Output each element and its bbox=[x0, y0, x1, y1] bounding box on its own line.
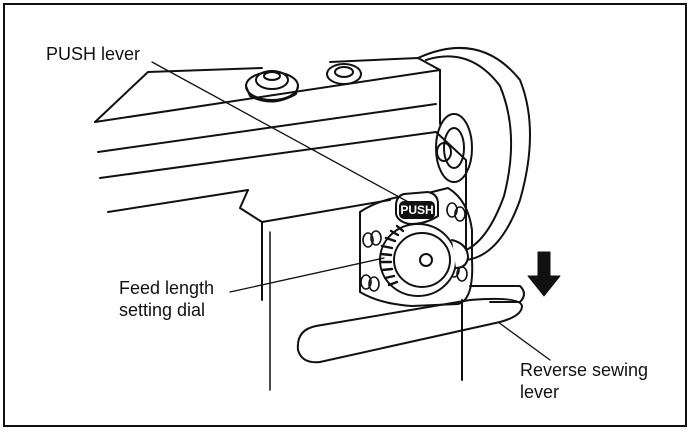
leader-lines bbox=[151, 61, 551, 361]
push-lever-label: PUSH lever bbox=[46, 43, 140, 65]
reverse-lever-label-line1: Reverse sewing bbox=[520, 360, 649, 380]
reverse-lever-label-line2: lever bbox=[520, 382, 560, 402]
top-buttons bbox=[245, 63, 362, 103]
feed-dial-label-line1: Feed length bbox=[119, 278, 215, 298]
reverse-lever-label: Reverse sewing lever bbox=[520, 359, 648, 403]
push-lever: PUSH bbox=[395, 191, 439, 225]
feed-length-dial bbox=[379, 223, 469, 297]
push-stamp: PUSH bbox=[400, 203, 433, 217]
machine-arm bbox=[94, 57, 467, 391]
push-lever-label-text: PUSH lever bbox=[46, 44, 141, 64]
reverse-sewing-lever bbox=[296, 285, 525, 364]
down-arrow-icon bbox=[527, 251, 561, 297]
handwheel bbox=[417, 47, 531, 261]
feed-dial-label: Feed length setting dial bbox=[119, 277, 214, 321]
feed-dial-label-line2: setting dial bbox=[119, 300, 206, 320]
